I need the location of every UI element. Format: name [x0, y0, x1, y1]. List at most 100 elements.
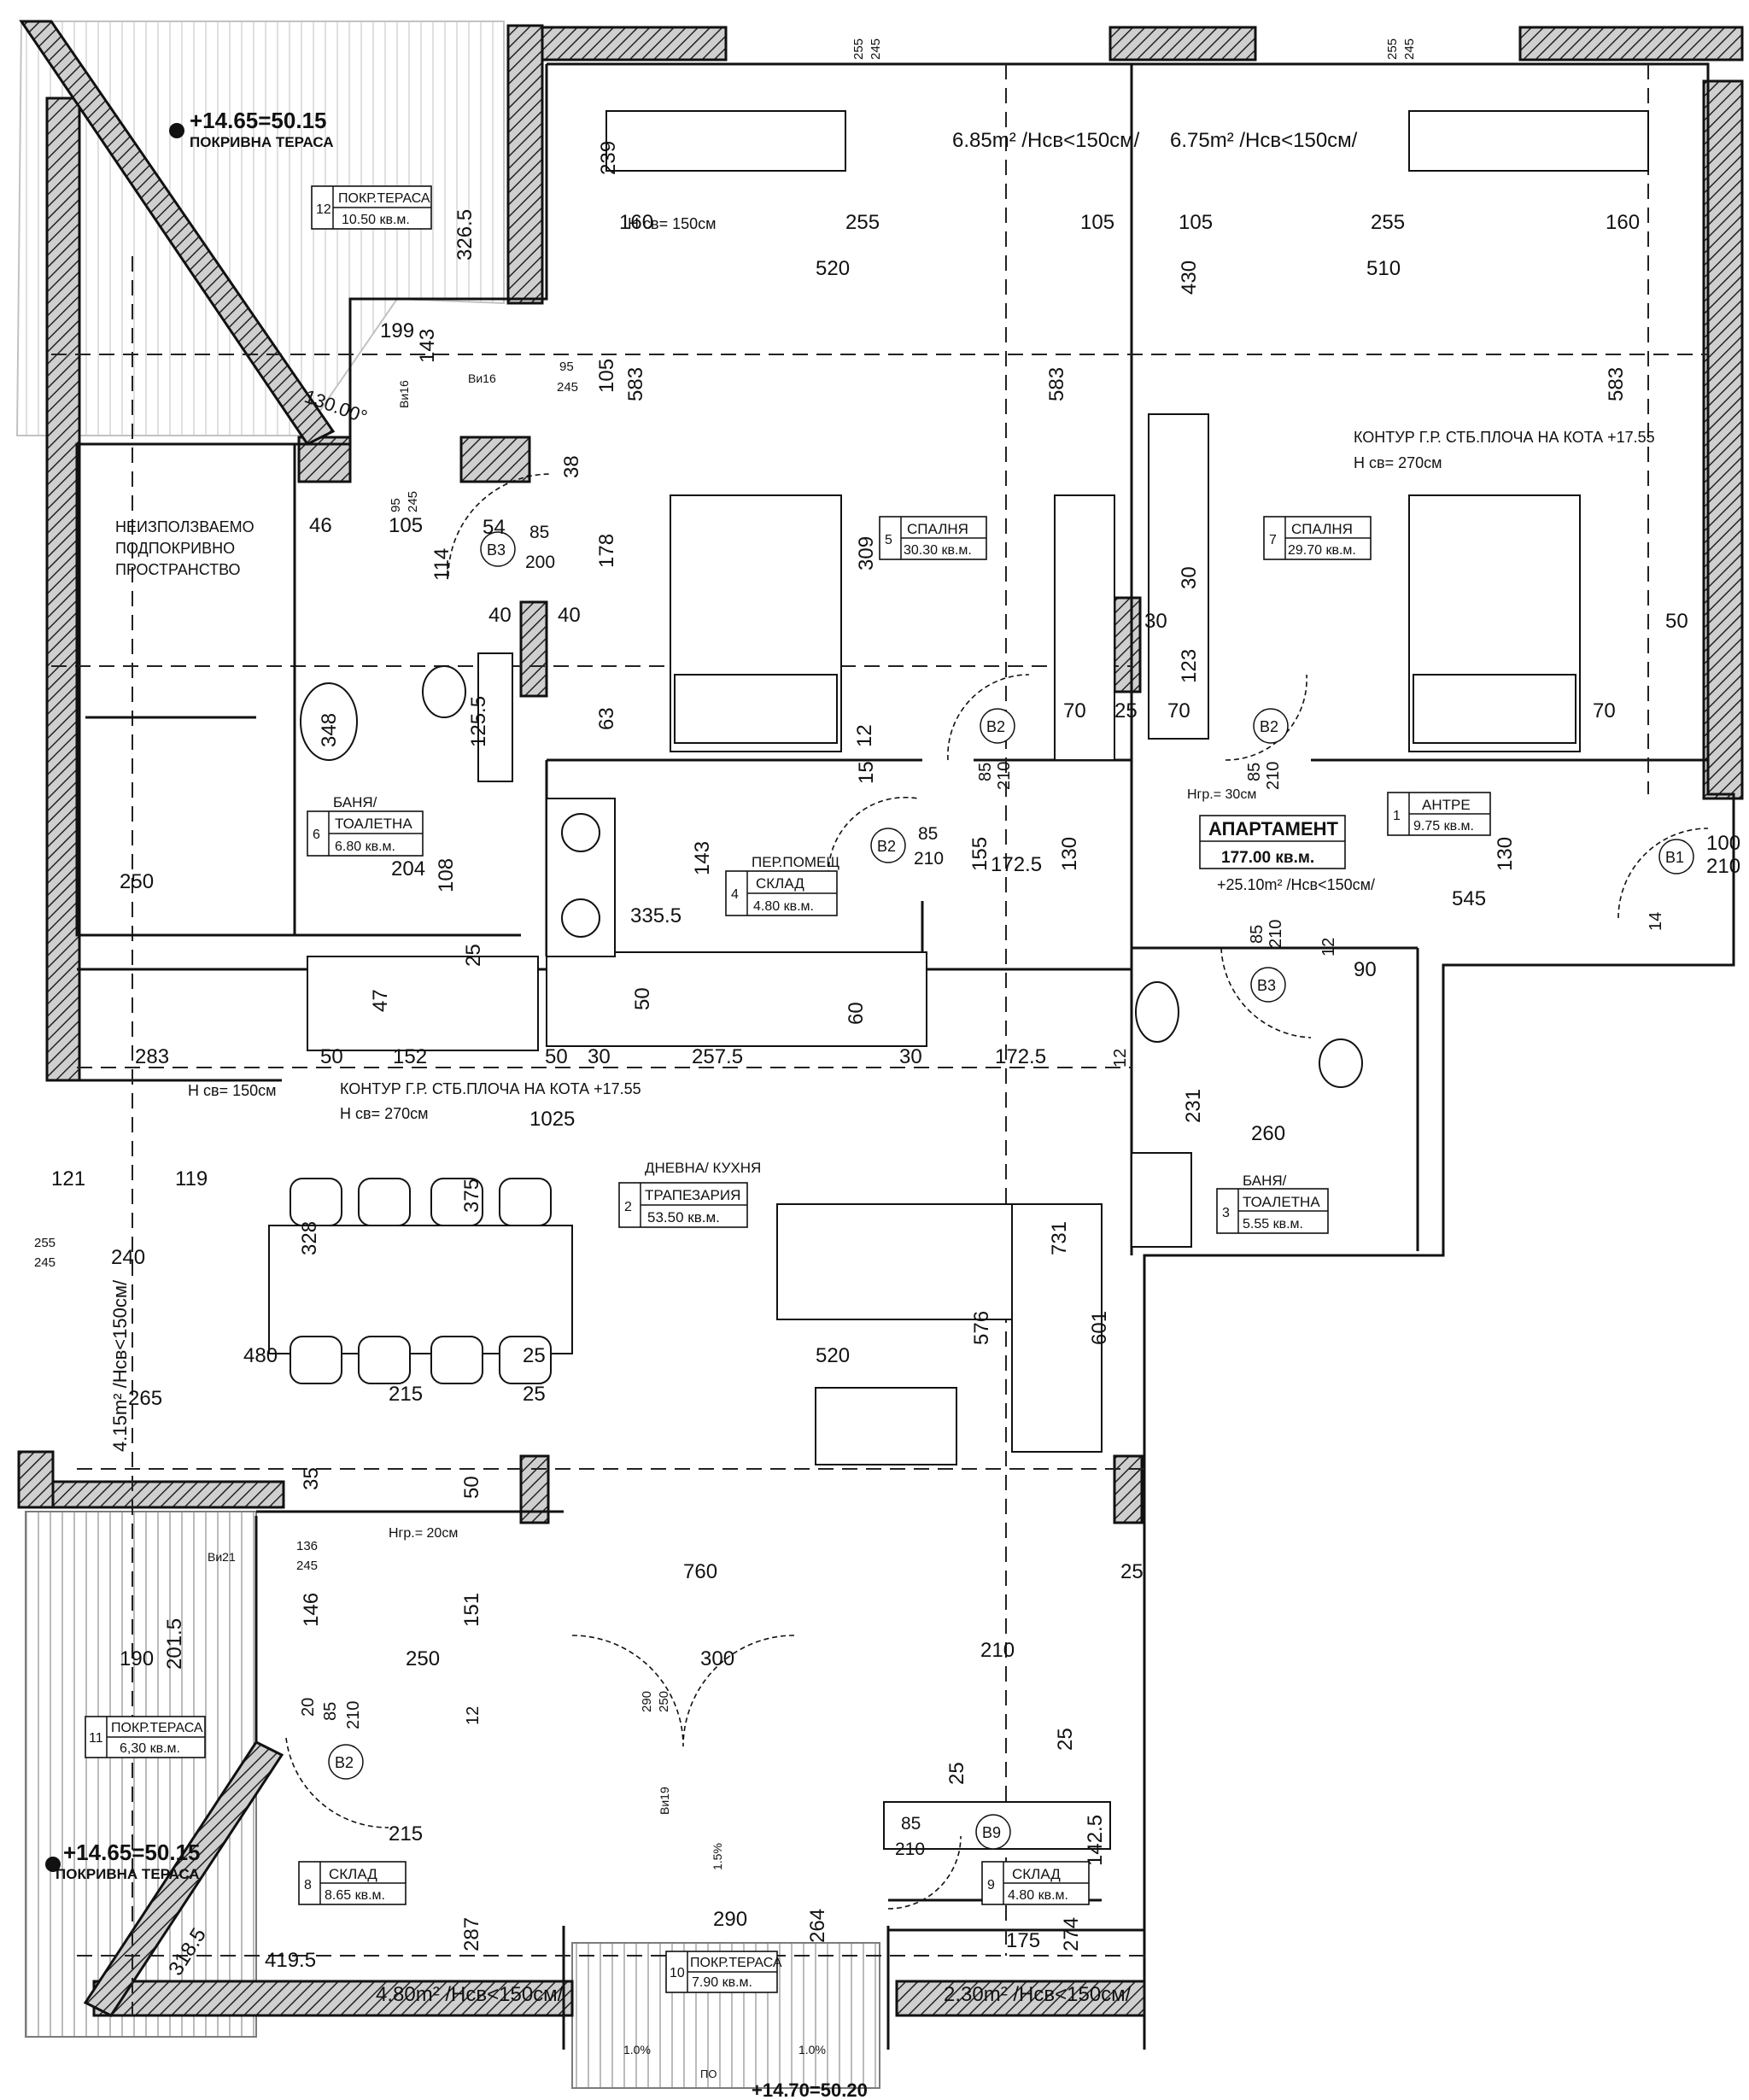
door-b2d: В2	[335, 1754, 354, 1771]
dim-91: 375	[460, 1179, 483, 1213]
table	[268, 1225, 573, 1354]
dim-60: 130	[1494, 837, 1517, 871]
unused-line-1: НЕИЗПОЛЗВАЕМО	[115, 518, 254, 535]
note-a685: 6.85m² /Нсв<150см/	[952, 129, 1140, 152]
hob-2	[561, 898, 600, 938]
room-7-area: 29.70 кв.м.	[1288, 543, 1356, 558]
dim-54: 335.5	[630, 904, 681, 927]
dim-12: 143	[416, 329, 439, 363]
room-label-7	[1263, 516, 1372, 560]
wall-slope-top	[19, 20, 336, 446]
room-4-area: 4.80 кв.м.	[753, 899, 814, 914]
dim-106: 760	[683, 1560, 717, 1583]
note-a415: 4.15m² /Нсв<150см/	[109, 1279, 131, 1452]
room-2-num: 2	[624, 1200, 632, 1214]
apartment-title: АПАРТАМЕНТ	[1208, 818, 1339, 839]
dim-50: 250	[120, 870, 154, 893]
room-2-area: 53.50 кв.м.	[647, 1209, 720, 1225]
room-1-name: АНТРЕ	[1422, 797, 1471, 813]
note-slope1: 1.0%	[623, 2043, 651, 2056]
dim-57: 210	[914, 849, 944, 869]
dim-25: 54	[483, 516, 506, 539]
dim-134: 245	[869, 38, 883, 60]
dim-104: 245	[296, 1559, 318, 1573]
dim-41: 25	[1114, 699, 1138, 722]
dim-100: 265	[128, 1387, 162, 1410]
dim-32: 40	[558, 604, 581, 627]
apartment-area: 177.00 кв.м.	[1221, 849, 1314, 867]
dim-82: 231	[1182, 1089, 1205, 1123]
room-5-area: 30.30 кв.м.	[904, 543, 972, 558]
room-3-name2: ТОАЛЕТНА	[1243, 1194, 1320, 1210]
unused-line-3: ПРОСТРАНСТВО	[115, 561, 241, 578]
toilet-1	[422, 665, 466, 718]
dimensions: 239 160 255 105 520 105 255 160 510 326.…	[34, 38, 1740, 1980]
dim-2: 160	[619, 211, 653, 234]
room-11-area: 6,30 кв.м.	[120, 1741, 180, 1756]
contour-a2: Н св= 270см	[1354, 454, 1442, 471]
dim-55: 155	[968, 837, 991, 871]
door-arc-b2c	[828, 796, 919, 876]
dim-31: 40	[488, 604, 512, 627]
dim-109: 190	[120, 1647, 154, 1670]
chair-6	[358, 1336, 411, 1384]
room-1-area: 9.75 кв.м.	[1413, 819, 1474, 834]
room-10-num: 10	[670, 1966, 685, 1980]
door-arc-b2a	[947, 674, 1030, 761]
door-vi19: Ви19	[658, 1787, 671, 1815]
door-vi16b: Ви16	[468, 371, 496, 385]
room-label-5	[879, 516, 987, 560]
dim-14: 583	[1045, 367, 1068, 401]
room-12-num: 12	[316, 202, 331, 217]
room-6-name2: ТОАЛЕТНА	[335, 816, 412, 832]
door-b1: В1	[1665, 849, 1684, 866]
dim-8: 160	[1606, 211, 1640, 234]
dim-126: 287	[460, 1917, 483, 1951]
room-4-num: 4	[731, 887, 739, 902]
dim-20: 95	[389, 498, 403, 512]
wall-bath-top2	[459, 436, 531, 483]
room-7-name: СПАЛНЯ	[1291, 521, 1353, 537]
dim-17: 105	[595, 359, 618, 393]
dim-1: 239	[597, 141, 620, 175]
dim-6: 105	[1179, 211, 1213, 234]
bed-2-pillow	[1413, 674, 1576, 744]
coffee-table	[815, 1387, 957, 1465]
level-edge: +14.70=50.20	[752, 2080, 868, 2100]
dim-111: 250	[406, 1647, 440, 1670]
room-label-3	[1216, 1188, 1329, 1234]
room-10-area: 7.90 кв.м.	[692, 1975, 752, 1990]
room-4-name: ПЕР.ПОМЕЩ	[752, 854, 839, 870]
chair-7	[430, 1336, 483, 1384]
dim-34: 125.5	[467, 696, 490, 747]
room-12-name: ПОКР.ТЕРАСА	[338, 191, 430, 206]
apartment-extra: +25.10m² /Нсв<150см/	[1217, 876, 1375, 893]
wall-left-upper	[45, 97, 81, 1082]
dim-15: 583	[1605, 367, 1628, 401]
dim-89: 240	[111, 1246, 145, 1269]
apartment-label-box	[1199, 815, 1346, 869]
door-arc-b2b	[1225, 674, 1307, 761]
dim-84: 1025	[529, 1108, 575, 1131]
unused-line-2: ПОДПОКРИВНО	[115, 540, 235, 557]
room-8-num: 8	[304, 1878, 312, 1892]
room-label-8	[298, 1861, 407, 1905]
sink-1	[300, 682, 358, 761]
dim-66: 210	[1266, 920, 1285, 948]
dim-78: 257.5	[692, 1045, 743, 1068]
dim-48: 30	[1144, 610, 1167, 633]
note-a675: 6.75m² /Нсв<150см/	[1170, 129, 1358, 152]
dim-72: 60	[845, 1002, 868, 1025]
dim-37: 15	[855, 761, 878, 784]
room-6-area: 6.80 кв.м.	[335, 839, 395, 854]
room-12-area: 10.50 кв.м.	[342, 213, 410, 227]
dim-19: 245	[557, 380, 578, 395]
dim-92: 731	[1048, 1221, 1071, 1255]
dim-29: 178	[595, 534, 618, 568]
dim-45: 70	[1593, 699, 1616, 722]
room-label-9	[981, 1861, 1090, 1905]
dim-128: 264	[806, 1909, 829, 1943]
dim-85: 121	[51, 1167, 85, 1190]
dim-5: 520	[816, 257, 850, 280]
door-arc-b1	[1617, 828, 1709, 919]
